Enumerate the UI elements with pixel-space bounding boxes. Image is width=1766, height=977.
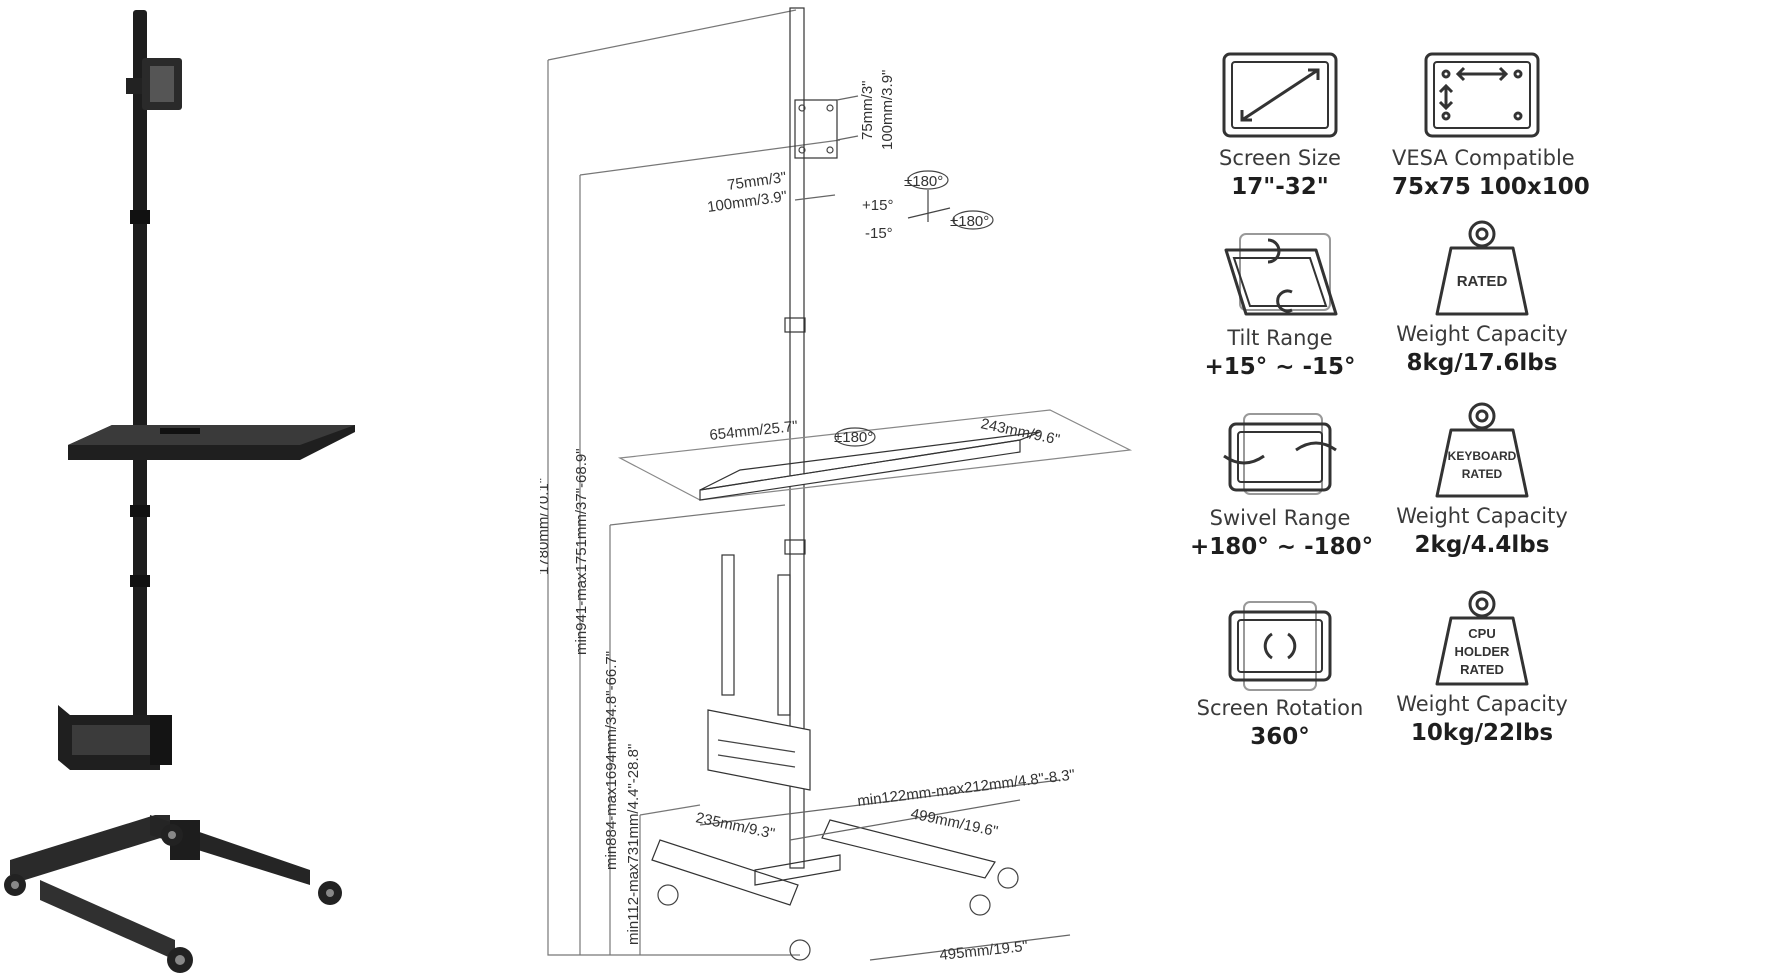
feature-label: Weight Capacity xyxy=(1396,504,1568,528)
weight-icon: RATED xyxy=(1435,220,1529,316)
weight-badge-text: RATED xyxy=(1457,273,1508,290)
feature-value: +180° ~ -180° xyxy=(1190,534,1374,560)
feature-swivel: Swivel Range +180° ~ -180° xyxy=(1190,410,1374,560)
feature-value: 360° xyxy=(1250,724,1310,750)
feature-value: 17"-32" xyxy=(1231,174,1329,200)
weight-badge-text: HOLDER xyxy=(1455,644,1511,659)
feature-label: Weight Capacity xyxy=(1396,692,1568,716)
feature-value: 8kg/17.6lbs xyxy=(1406,350,1558,376)
dim-vesa-75-vertical: 75mm/3" xyxy=(859,80,876,140)
dim-swivel-b: ±180° xyxy=(950,213,989,230)
feature-weight-capacity: RATED Weight Capacity 8kg/17.6lbs xyxy=(1392,218,1572,376)
weight-badge-text: RATED xyxy=(1462,467,1503,481)
feature-label: Tilt Range xyxy=(1227,326,1333,350)
keyboard-weight-icon: KEYBOARD RATED xyxy=(1435,402,1529,498)
dim-swivel-a: ±180° xyxy=(904,173,943,190)
product-photo xyxy=(4,10,355,973)
dim-rotation: ±180° xyxy=(834,429,873,446)
dim-tilt-minus: -15° xyxy=(865,225,893,242)
feature-label: Screen Size xyxy=(1219,146,1341,170)
feature-tilt: Tilt Range +15° ~ -15° xyxy=(1190,230,1370,380)
feature-label: Weight Capacity xyxy=(1396,322,1568,346)
feature-value: +15° ~ -15° xyxy=(1204,354,1356,380)
dim-base-depth: 499mm/19.6" xyxy=(909,805,999,840)
dim-tilt-plus: +15° xyxy=(862,197,893,214)
feature-label: Screen Rotation xyxy=(1196,696,1364,720)
dim-total-height: 1780mm/70.1" xyxy=(540,478,552,575)
weight-badge-text: KEYBOARD xyxy=(1448,449,1517,463)
dim-holder-height: min884-max1694mm/34.8"-66.7" xyxy=(603,651,620,870)
vesa-icon xyxy=(1424,52,1540,138)
weight-badge-text: RATED xyxy=(1460,662,1504,677)
feature-vesa: VESA Compatible 75x75 100x100 xyxy=(1392,50,1590,200)
feature-screen-rotation: Screen Rotation 360° xyxy=(1190,600,1370,750)
feature-keyboard-capacity: KEYBOARD RATED Weight Capacity 2kg/4.4lb… xyxy=(1392,400,1572,558)
feature-value: 2kg/4.4lbs xyxy=(1414,532,1550,558)
rotation-icon xyxy=(1228,601,1332,691)
dim-vesa-100-vertical: 100mm/3.9" xyxy=(879,70,896,150)
dim-vesa-100: 100mm/3.9" xyxy=(706,188,788,216)
tilt-icon xyxy=(1224,233,1338,316)
feature-label: VESA Compatible xyxy=(1392,146,1575,170)
feature-screen-size: Screen Size 17"-32" xyxy=(1190,50,1370,200)
swivel-icon xyxy=(1223,413,1337,495)
feature-label: Swivel Range xyxy=(1209,506,1351,530)
dim-base-height: min112-max731mm/4.4"-28.8" xyxy=(625,744,642,945)
screen-size-icon xyxy=(1222,52,1338,138)
dim-holder-width: min122mm-max212mm/4.8"-8.3" xyxy=(856,766,1076,810)
dim-base-width: 495mm/19.5" xyxy=(939,938,1029,964)
cpu-weight-icon: CPU HOLDER RATED xyxy=(1435,590,1529,686)
weight-badge-text: CPU xyxy=(1468,626,1495,641)
dimension-drawing: 75mm/3" 100mm/3.9" 75mm/3" 100mm/3.9" +1… xyxy=(540,7,1133,964)
dim-tray-height: min941-max1751mm/37"-68.9" xyxy=(573,448,590,655)
feature-value: 75x75 100x100 xyxy=(1392,174,1590,200)
dim-holder-depth: 235mm/9.3" xyxy=(694,809,776,842)
feature-value: 10kg/22lbs xyxy=(1410,720,1554,746)
feature-cpu-capacity: CPU HOLDER RATED Weight Capacity 10kg/22… xyxy=(1392,588,1572,746)
